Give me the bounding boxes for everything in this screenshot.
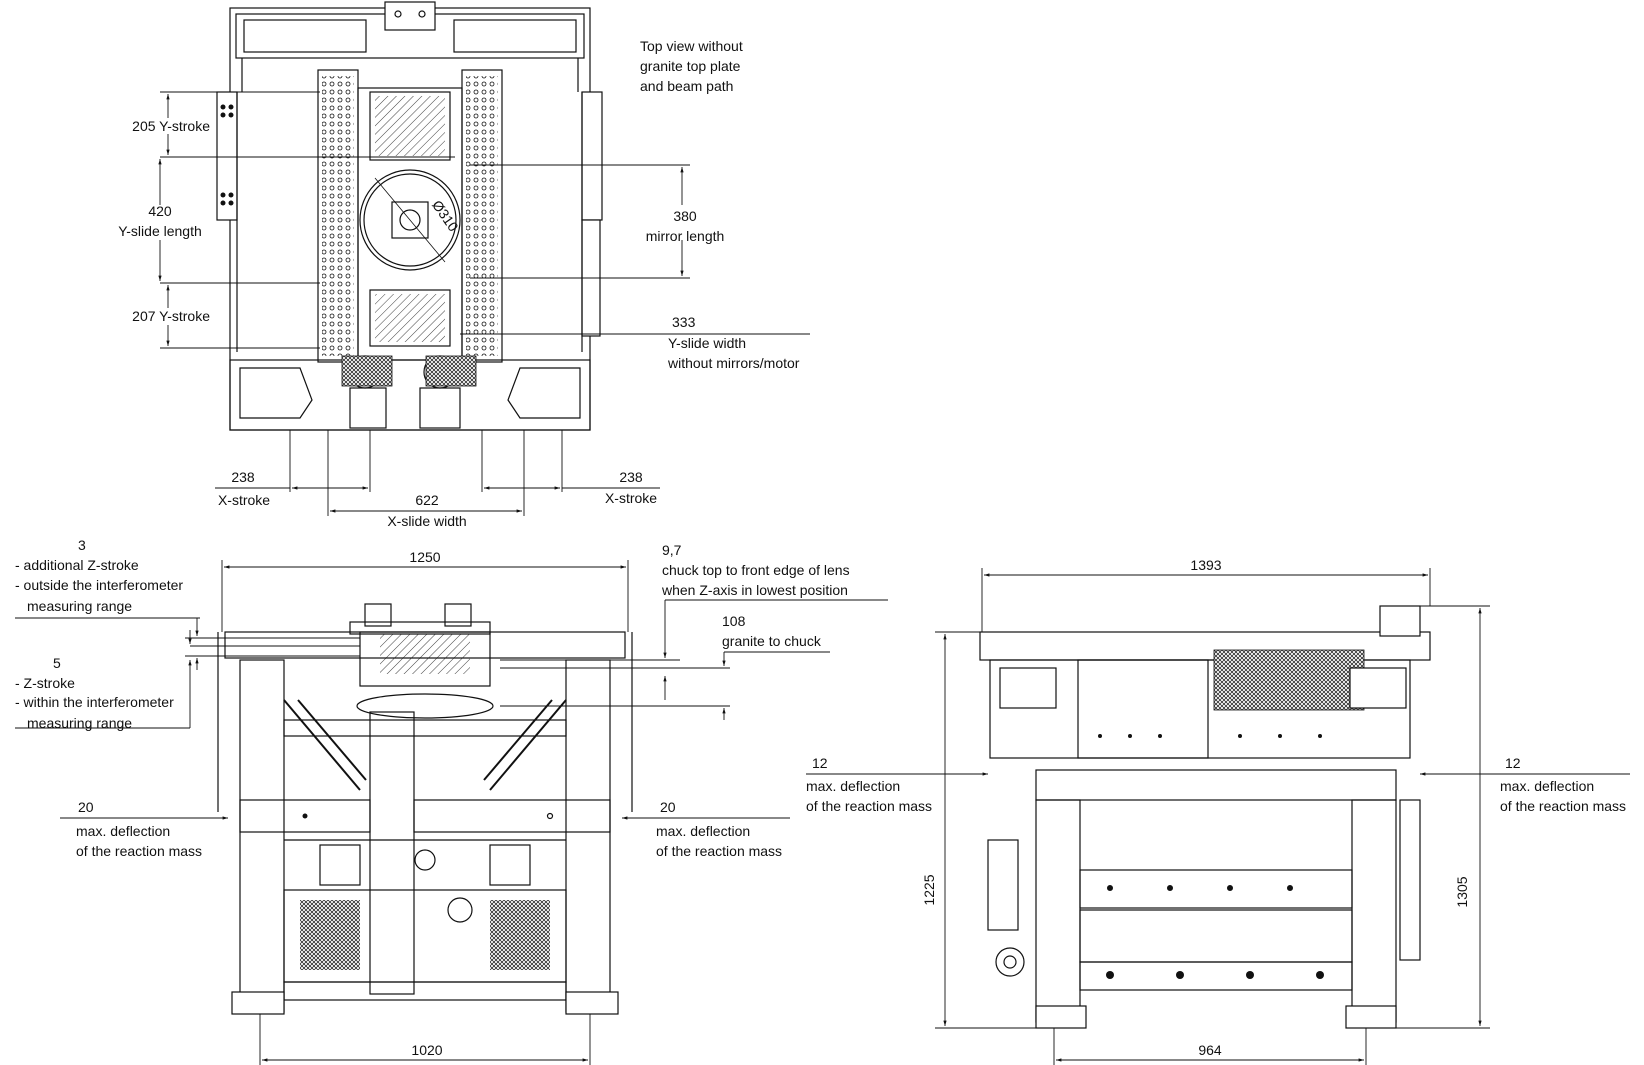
top-view: Top view without granite top plate and b… <box>118 1 810 529</box>
side-defl-right-line1: max. deflection <box>1500 778 1594 794</box>
x-slide-width-label: X-slide width <box>387 513 466 529</box>
y-stroke-top-label: 205 Y-stroke <box>132 118 210 134</box>
side-height-right-dimension <box>1396 605 1490 1029</box>
front-defl-right-value: 20 <box>660 799 676 815</box>
side-height-right: 1305 <box>1454 876 1470 907</box>
y-slide-length-label: Y-slide length <box>118 223 202 239</box>
side-width-dimension <box>981 568 1431 632</box>
front-defl-right-line1: max. deflection <box>656 823 750 839</box>
y-slide-length-value: 420 <box>148 203 172 219</box>
side-defl-right-value: 12 <box>1505 755 1521 771</box>
x-stroke-left-label: X-stroke <box>218 492 270 508</box>
x-stroke-right-label: X-stroke <box>605 490 657 506</box>
z-line1: - Z-stroke <box>15 675 75 691</box>
front-width-dimension <box>221 560 629 632</box>
front-bottom-width: 1020 <box>411 1042 442 1058</box>
mirror-length-label: mirror length <box>646 228 725 244</box>
side-height-left-dimension <box>935 631 1040 1029</box>
top-view-caption-line2: granite top plate <box>640 58 741 74</box>
top-view-caption-line1: Top view without <box>640 38 743 54</box>
y-slide-width-label-line2: without mirrors/motor <box>667 355 800 371</box>
top-view-machine <box>216 1 603 431</box>
z-value: 5 <box>53 655 61 671</box>
side-defl-left-value: 12 <box>812 755 828 771</box>
z-line2: - within the interferometer <box>15 694 174 710</box>
side-view-machine <box>979 605 1431 1029</box>
x-stroke-right-value: 238 <box>619 469 643 485</box>
side-bottom-dimension <box>1053 1028 1367 1065</box>
front-defl-right-line2: of the reaction mass <box>656 843 782 859</box>
top-view-caption-line3: and beam path <box>640 78 733 94</box>
side-bottom-width: 964 <box>1198 1042 1222 1058</box>
front-defl-left-line2: of the reaction mass <box>76 843 202 859</box>
y-slide-width-value: 333 <box>672 314 696 330</box>
side-defl-left-line2: of the reaction mass <box>806 798 932 814</box>
chuck-dimensions <box>500 599 888 720</box>
front-view: 1250 3 - additional Z-stroke - outside t… <box>15 537 888 1065</box>
front-defl-left-line1: max. deflection <box>76 823 170 839</box>
side-defl-left-line1: max. deflection <box>806 778 900 794</box>
add-z-value: 3 <box>78 537 86 553</box>
add-z-line2: - outside the interferometer <box>15 577 183 593</box>
mirror-length-dimension <box>470 164 690 279</box>
add-z-line3: measuring range <box>27 598 132 614</box>
granite-value: 108 <box>722 613 746 629</box>
mirror-length-value: 380 <box>673 208 697 224</box>
chuck-line2: when Z-axis in lowest position <box>661 582 848 598</box>
y-stroke-bottom-label: 207 Y-stroke <box>132 308 210 324</box>
chuck-line1: chuck top to front edge of lens <box>662 562 850 578</box>
front-defl-left-value: 20 <box>78 799 94 815</box>
x-slide-width-value: 622 <box>415 492 439 508</box>
side-height-left: 1225 <box>921 874 937 905</box>
side-defl-right-line2: of the reaction mass <box>1500 798 1626 814</box>
granite-label: granite to chuck <box>722 633 822 649</box>
y-slide-width-label-line1: Y-slide width <box>668 335 746 351</box>
side-width-value: 1393 <box>1190 557 1221 573</box>
front-view-machine <box>217 603 633 1015</box>
front-bottom-dimension <box>259 1014 591 1065</box>
x-dimension-chain <box>215 430 660 516</box>
side-view: 1393 1225 1305 12 max. deflection of the… <box>806 557 1630 1065</box>
front-width-value: 1250 <box>409 549 440 565</box>
z-line3: measuring range <box>27 715 132 731</box>
chuck-value: 9,7 <box>662 542 682 558</box>
y-dimension-chain <box>158 91 455 349</box>
add-z-line1: - additional Z-stroke <box>15 557 139 573</box>
z-stroke-dimension <box>15 617 360 729</box>
x-stroke-left-value: 238 <box>231 469 255 485</box>
